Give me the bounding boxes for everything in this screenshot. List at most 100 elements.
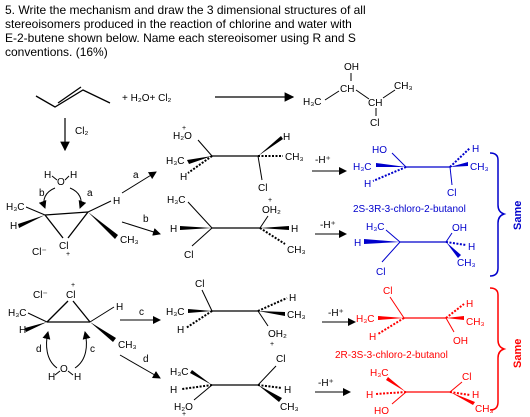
question-text: 5. Write the mechanism and draw the 3 di… bbox=[5, 3, 525, 59]
svg-text:CH₃: CH₃ bbox=[475, 404, 494, 415]
svg-text:OH₂: OH₂ bbox=[262, 205, 281, 216]
product-ch-right: CH bbox=[368, 98, 382, 109]
svg-text:H: H bbox=[116, 302, 123, 313]
svg-text:H₃C: H₃C bbox=[366, 222, 385, 233]
svg-text:+: + bbox=[268, 197, 272, 204]
svg-text:-H⁺: -H⁺ bbox=[328, 308, 344, 319]
red-product-1: Cl H₃C H H CH₃ OH bbox=[356, 286, 485, 347]
red-product-2: H₃C H HO Cl H CH₃ bbox=[366, 368, 494, 417]
svg-text:Cl⁻: Cl⁻ bbox=[32, 247, 47, 258]
svg-text:H: H bbox=[466, 299, 473, 310]
svg-text:H: H bbox=[10, 221, 17, 232]
svg-text:Cl: Cl bbox=[184, 250, 193, 261]
deprotonation-arrows: -H⁺ -H⁺ -H⁺ -H⁺ bbox=[312, 155, 356, 396]
product-oh: OH bbox=[344, 62, 359, 73]
chloronium-ion-bottom: Cl⁻ + Cl H₃C H H CH₃ d c H O H bbox=[8, 282, 137, 383]
svg-text:H₃C: H₃C bbox=[166, 156, 185, 167]
svg-text:H: H bbox=[70, 170, 77, 181]
svg-text:H: H bbox=[180, 172, 187, 183]
svg-text:HO: HO bbox=[372, 145, 387, 156]
product-structure: OH H₃C CH CH CH₃ Cl bbox=[303, 62, 413, 129]
svg-text:H: H bbox=[113, 196, 120, 207]
svg-text:-H⁺: -H⁺ bbox=[315, 155, 331, 166]
svg-text:Cl: Cl bbox=[462, 372, 471, 383]
svg-text:H₂O: H₂O bbox=[174, 402, 193, 413]
svg-text:H₃C: H₃C bbox=[370, 368, 389, 379]
svg-text:CH₃: CH₃ bbox=[118, 340, 137, 351]
svg-text:CH₃: CH₃ bbox=[287, 245, 306, 256]
svg-text:CH₃: CH₃ bbox=[470, 162, 489, 173]
svg-text:Cl: Cl bbox=[59, 241, 68, 252]
question-line: stereoisomers produced in the reaction o… bbox=[5, 17, 352, 31]
svg-text:H₂O: H₂O bbox=[173, 131, 192, 142]
blue-brace bbox=[489, 152, 507, 277]
svg-text:d: d bbox=[143, 354, 149, 365]
svg-text:H: H bbox=[468, 242, 475, 253]
svg-text:+: + bbox=[182, 411, 186, 417]
svg-text:+: + bbox=[66, 251, 70, 258]
svg-text:a: a bbox=[87, 188, 93, 199]
svg-text:c: c bbox=[90, 344, 95, 355]
svg-text:OH: OH bbox=[453, 336, 468, 347]
svg-text:H: H bbox=[170, 385, 177, 396]
svg-text:c: c bbox=[139, 307, 144, 318]
svg-text:HO: HO bbox=[374, 406, 389, 417]
intermediate-a: + H₂O H₃C H H CH₃ Cl bbox=[166, 125, 304, 194]
svg-text:O: O bbox=[57, 177, 65, 188]
question-line: conventions. (16%) bbox=[5, 45, 108, 59]
chloronium-ion-top: H O H b a H₃C H H CH₃ Cl + Cl⁻ bbox=[6, 170, 139, 258]
svg-text:OH₂: OH₂ bbox=[268, 329, 287, 340]
svg-text:O: O bbox=[60, 364, 68, 375]
svg-text:H₃C: H₃C bbox=[166, 307, 185, 318]
question-line: 5. Write the mechanism and draw the 3 di… bbox=[5, 3, 366, 17]
same-label-red: Same bbox=[512, 339, 524, 368]
product-ch-left: CH bbox=[340, 84, 354, 95]
svg-text:d: d bbox=[36, 344, 42, 355]
svg-text:+: + bbox=[270, 341, 274, 348]
svg-text:Cl: Cl bbox=[276, 354, 285, 365]
cl2-reagent: Cl₂ bbox=[75, 126, 88, 137]
svg-text:Cl: Cl bbox=[66, 290, 75, 301]
reagents-label: + H₂O+ Cl₂ bbox=[122, 93, 172, 104]
svg-text:Cl: Cl bbox=[258, 183, 267, 194]
product-cl: Cl bbox=[370, 118, 379, 129]
question-line: E-2-butene shown below. Name each stereo… bbox=[5, 31, 356, 45]
svg-text:Cl: Cl bbox=[376, 267, 385, 278]
svg-text:CH₃: CH₃ bbox=[287, 310, 306, 321]
svg-text:H: H bbox=[354, 238, 361, 249]
svg-text:a: a bbox=[133, 170, 139, 181]
name-blue: 2S-3R-3-chloro-2-butanol bbox=[353, 204, 466, 215]
svg-text:H: H bbox=[170, 224, 177, 235]
svg-text:H: H bbox=[366, 390, 373, 401]
svg-text:H: H bbox=[48, 372, 55, 383]
svg-text:b: b bbox=[143, 214, 149, 225]
svg-text:H: H bbox=[364, 179, 371, 190]
svg-text:CH₃: CH₃ bbox=[285, 152, 304, 163]
svg-text:H₃C: H₃C bbox=[356, 314, 375, 325]
svg-text:+: + bbox=[182, 125, 186, 132]
name-red: 2R-3S-3-chloro-2-butanol bbox=[335, 350, 448, 361]
svg-text:Cl: Cl bbox=[195, 279, 204, 290]
svg-text:H: H bbox=[74, 372, 81, 383]
intermediate-d: H₃C H H₂O + Cl H CH₃ bbox=[170, 354, 299, 417]
svg-text:Cl: Cl bbox=[447, 188, 456, 199]
svg-text:H: H bbox=[177, 325, 184, 336]
svg-text:H₃C: H₃C bbox=[6, 202, 25, 213]
svg-text:H: H bbox=[284, 385, 291, 396]
svg-text:H: H bbox=[44, 170, 51, 181]
intermediate-c: Cl H₃C H H CH₃ OH₂ + bbox=[166, 279, 306, 348]
blue-product-1: HO H₃C H H CH₃ Cl bbox=[353, 144, 489, 199]
svg-text:H₃C: H₃C bbox=[167, 195, 186, 206]
intermediate-b: H₃C H Cl + OH₂ H CH₃ bbox=[167, 195, 306, 261]
svg-text:H: H bbox=[369, 332, 376, 343]
svg-text:-H⁺: -H⁺ bbox=[318, 378, 334, 389]
same-label-blue: Same bbox=[512, 201, 524, 230]
svg-text:CH₃: CH₃ bbox=[280, 402, 299, 413]
svg-text:H: H bbox=[289, 293, 296, 304]
product-ch3: CH₃ bbox=[394, 81, 413, 92]
svg-text:CH₃: CH₃ bbox=[120, 235, 139, 246]
svg-text:H: H bbox=[283, 132, 290, 143]
svg-text:H: H bbox=[19, 325, 26, 336]
svg-text:H: H bbox=[291, 224, 298, 235]
